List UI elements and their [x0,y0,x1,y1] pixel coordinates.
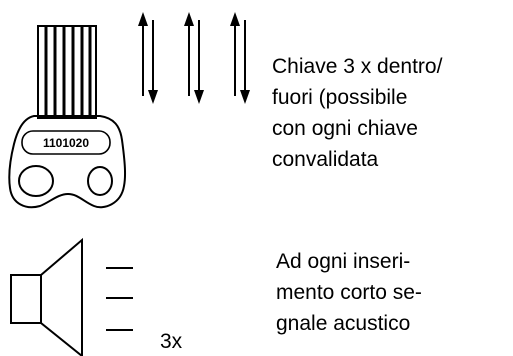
arrow-down-head-2 [194,90,204,104]
key-instruction-line-4: convalidata [272,148,379,171]
sound-instruction: Ad ogni inseri- mento corto se- gnale ac… [276,250,428,335]
key-instruction-line-2: fuori (possibile [272,86,407,109]
speaker-body [10,274,42,324]
in-out-arrows [138,12,250,104]
key-blade [37,25,97,119]
key-code: 1101020 [43,136,89,150]
sound-instruction-line-1: Ad ogni inseri- [276,250,410,273]
key-head [8,115,127,209]
speaker-icon [10,237,83,356]
beep-count-label: 3x [160,330,183,353]
beep-lines [106,267,133,331]
key-code-plate [21,130,111,155]
arrow-down-head-3 [240,90,250,104]
sound-instruction-line-2: mento corto se- [276,281,422,304]
arrow-up-head-1 [138,12,148,26]
arrow-down-head-1 [148,90,158,104]
arrow-up-head-3 [230,12,240,26]
key-icon: 1101020 [8,25,127,209]
key-hole-right [87,166,113,196]
key-instruction-line-3: con ogni chiave [272,117,418,140]
key-hole-left [18,165,54,197]
arrow-up-head-2 [184,12,194,26]
key-instruction: Chiave 3 x dentro/ fuori (possibile con … [272,55,448,171]
speaker-cone [40,237,83,356]
key-instruction-line-1: Chiave 3 x dentro/ [272,55,443,78]
sound-instruction-line-3: gnale acustico [276,312,410,335]
